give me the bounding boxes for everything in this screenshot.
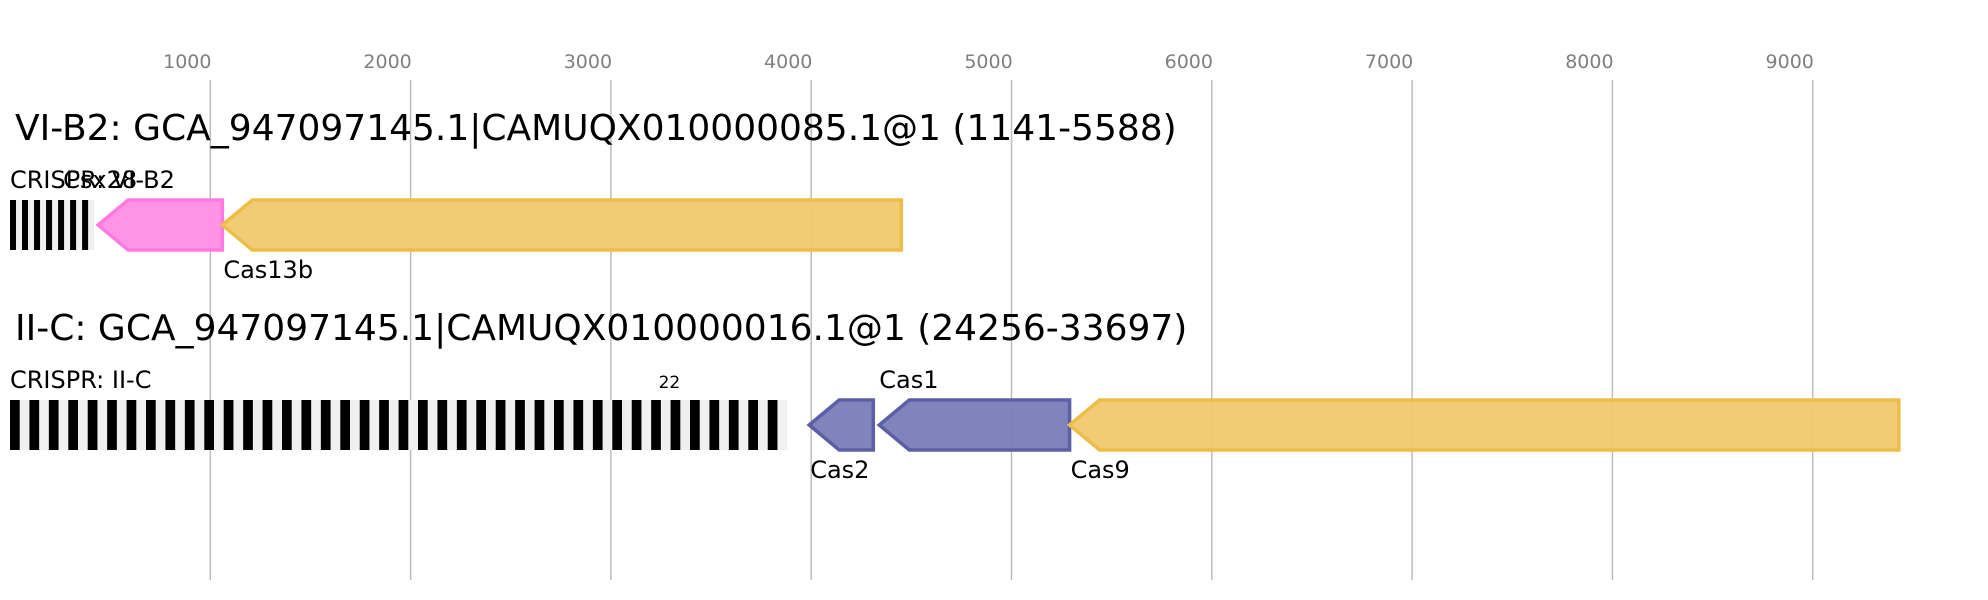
tick-label: 2000 <box>363 51 411 73</box>
crispr-repeat <box>418 400 428 450</box>
crispr-repeat <box>243 400 253 450</box>
crispr-repeat <box>82 200 89 250</box>
crispr-repeat <box>728 400 739 450</box>
crispr-array[interactable] <box>10 200 95 250</box>
crispr-repeat <box>592 400 603 450</box>
crispr-repeat <box>379 400 389 450</box>
crispr-array[interactable] <box>10 400 788 450</box>
track-title: II-C: GCA_947097145.1|CAMUQX010000016.1@… <box>15 308 1187 349</box>
crispr-repeat <box>398 400 409 450</box>
crispr-repeat <box>359 400 370 450</box>
crispr-repeat <box>437 400 448 450</box>
gene-label: Csx28 <box>63 166 137 194</box>
crispr-repeat <box>495 400 506 450</box>
crispr-repeat <box>48 400 59 450</box>
crispr-repeat <box>476 400 487 450</box>
crispr-repeat <box>223 400 234 450</box>
tick-label: 8000 <box>1565 51 1613 73</box>
crispr-repeat <box>58 200 65 250</box>
crispr-repeat <box>29 400 40 450</box>
crispr-repeat <box>554 400 564 450</box>
crispr-repeat <box>165 400 176 450</box>
gene-label: Cas1 <box>879 366 938 394</box>
crispr-repeat <box>631 400 642 450</box>
gene-label: Cas2 <box>810 456 869 484</box>
gene-label: Cas13b <box>223 256 313 284</box>
track: II-C: GCA_947097145.1|CAMUQX010000016.1@… <box>10 308 1901 484</box>
crispr-repeat <box>184 400 195 450</box>
crispr-repeat <box>204 400 215 450</box>
crispr-label: CRISPR: II-C <box>10 366 151 394</box>
crispr-repeat <box>301 400 312 450</box>
track-title: VI-B2: GCA_947097145.1|CAMUQX010000085.1… <box>15 108 1177 149</box>
tick-label: 1000 <box>163 51 211 73</box>
crispr-repeat <box>146 400 156 450</box>
crispr-repeat <box>709 400 720 450</box>
crispr-repeat <box>456 400 467 450</box>
crispr-repeat-count: 22 <box>659 373 681 393</box>
crispr-repeat <box>70 200 77 250</box>
crispr-label: CRISPR: VI-B2 <box>10 166 175 194</box>
gene-cas1[interactable] <box>876 398 1072 452</box>
gene-csx28[interactable] <box>95 198 225 252</box>
tick-label: 3000 <box>564 51 612 73</box>
crispr-repeat <box>515 400 525 450</box>
crispr-repeat <box>612 400 623 450</box>
crispr-repeat <box>534 400 545 450</box>
crispr-repeat <box>340 400 351 450</box>
crispr-repeat <box>262 400 273 450</box>
crispr-repeat <box>651 400 661 450</box>
crispr-repeat <box>670 400 681 450</box>
crispr-repeat <box>68 400 79 450</box>
track: VI-B2: GCA_947097145.1|CAMUQX010000085.1… <box>10 108 1177 284</box>
gene-cas9[interactable] <box>1066 398 1901 452</box>
crispr-repeat <box>10 200 17 250</box>
gene-label: Cas9 <box>1071 456 1130 484</box>
gene-cas2[interactable] <box>806 398 876 452</box>
crispr-repeat <box>767 400 778 450</box>
crispr-repeat <box>690 400 700 450</box>
crispr-repeat <box>10 400 20 450</box>
crispr-repeat <box>87 400 98 450</box>
crispr-repeat <box>282 400 292 450</box>
tick-label: 9000 <box>1766 51 1814 73</box>
gene-cas13b[interactable] <box>219 198 904 252</box>
crispr-repeat <box>573 400 584 450</box>
tick-label: 7000 <box>1365 51 1413 73</box>
crispr-repeat <box>748 400 759 450</box>
crispr-repeat <box>46 200 53 250</box>
crispr-repeat <box>34 200 41 250</box>
tick-label: 5000 <box>964 51 1012 73</box>
grid-layer: 1000 2000 3000 4000 5000 6000 7000 8000 9000 <box>163 51 1814 580</box>
tick-label: 6000 <box>1165 51 1213 73</box>
crispr-repeat <box>126 400 137 450</box>
crispr-repeat <box>107 400 117 450</box>
crispr-repeat <box>320 400 331 450</box>
crispr-repeat <box>22 200 29 250</box>
track-layer: VI-B2: GCA_947097145.1|CAMUQX010000085.1… <box>10 108 1901 484</box>
tick-label: 4000 <box>764 51 812 73</box>
